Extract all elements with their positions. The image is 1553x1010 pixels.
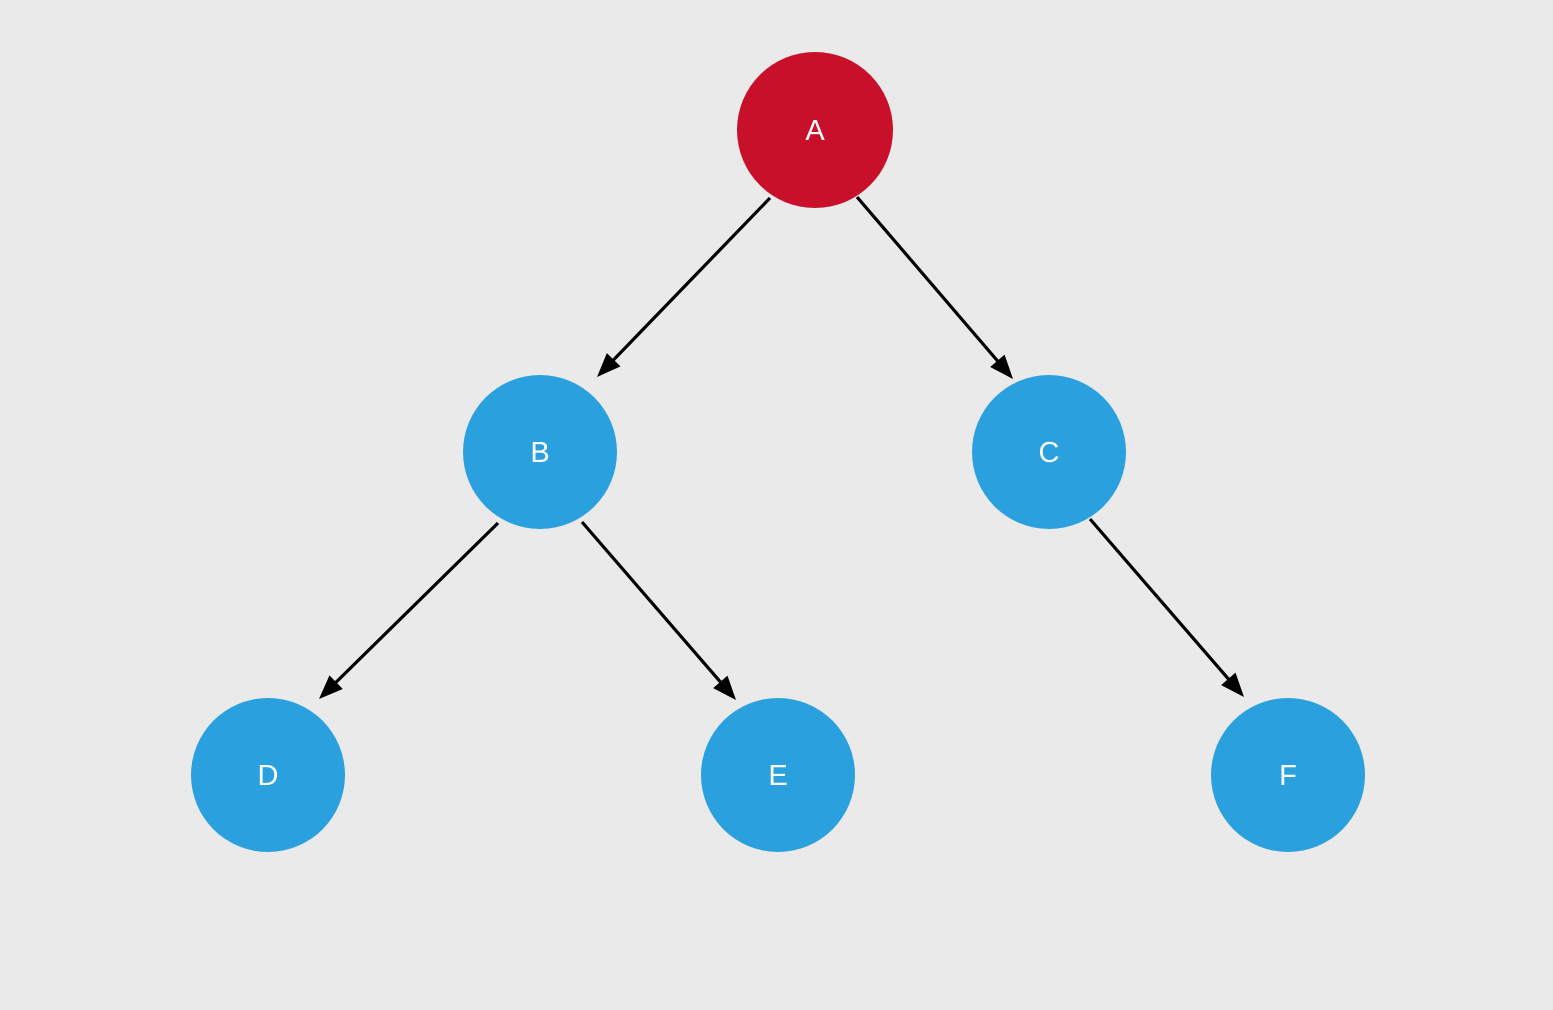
- node-d[interactable]: D: [191, 698, 345, 852]
- node-circle-a[interactable]: [737, 52, 893, 208]
- edge-b-to-e: [580, 520, 736, 700]
- arrowhead-icon: [597, 353, 621, 377]
- arrowhead-icon: [319, 675, 343, 699]
- edge-b-to-d: [319, 521, 500, 699]
- arrowhead-icon: [713, 675, 736, 700]
- edge-line: [607, 196, 772, 366]
- nodes-layer: A B C D E F: [191, 52, 1365, 852]
- arrowhead-icon: [1221, 672, 1244, 697]
- edge-a-to-b: [597, 196, 772, 377]
- edge-line: [580, 520, 726, 688]
- node-circle-f[interactable]: [1211, 698, 1365, 852]
- node-circle-e[interactable]: [701, 698, 855, 852]
- edge-a-to-c: [855, 195, 1013, 379]
- edge-c-to-f: [1088, 517, 1244, 697]
- node-circle-d[interactable]: [191, 698, 345, 852]
- node-c[interactable]: C: [972, 375, 1126, 529]
- arrowhead-icon: [990, 354, 1013, 379]
- node-e[interactable]: E: [701, 698, 855, 852]
- node-b[interactable]: B: [463, 375, 617, 529]
- edge-line: [855, 195, 1003, 367]
- edges-layer: [319, 195, 1244, 700]
- edge-line: [330, 521, 500, 689]
- node-a[interactable]: A: [737, 52, 893, 208]
- node-circle-c[interactable]: [972, 375, 1126, 529]
- node-f[interactable]: F: [1211, 698, 1365, 852]
- node-circle-b[interactable]: [463, 375, 617, 529]
- edge-line: [1088, 517, 1234, 685]
